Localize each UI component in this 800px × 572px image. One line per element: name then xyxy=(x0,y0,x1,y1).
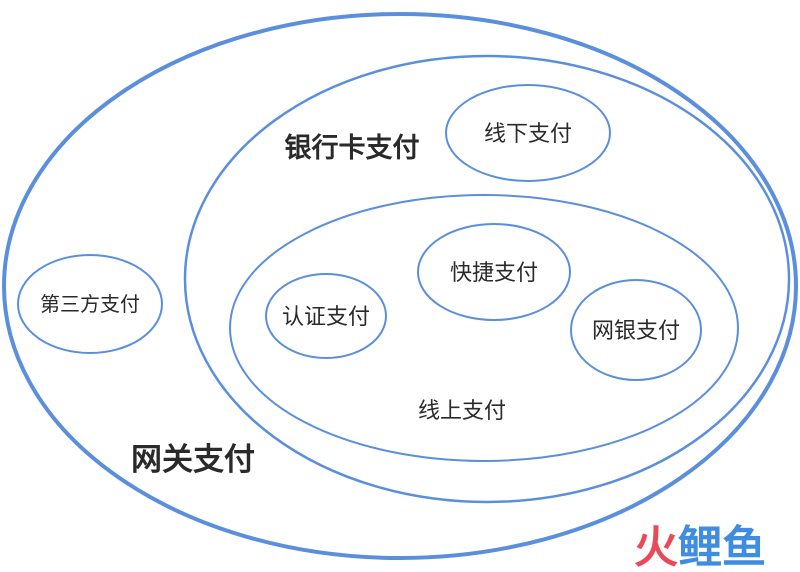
label-online-payment: 线上支付 xyxy=(418,399,506,424)
ellipse-offline-payment xyxy=(445,84,611,182)
ellipse-auth-payment xyxy=(265,273,387,359)
ellipse-online-payment xyxy=(229,194,739,462)
label-quick-payment: 快捷支付 xyxy=(450,261,538,286)
ellipse-gateway-payment xyxy=(2,12,798,560)
label-bank-card-payment: 银行卡支付 xyxy=(285,132,420,164)
watermark-logo: 火鲤鱼 xyxy=(634,522,766,572)
ellipse-third-party-payment xyxy=(17,254,163,354)
watermark-char-red: 火 xyxy=(634,522,678,572)
label-third-party-payment: 第三方支付 xyxy=(40,292,140,316)
label-netbank-payment: 网银支付 xyxy=(592,319,680,344)
ellipse-bank-card-payment xyxy=(183,54,791,504)
label-auth-payment: 认证支付 xyxy=(282,305,370,330)
ellipse-quick-payment xyxy=(417,223,571,321)
label-gateway-payment: 网关支付 xyxy=(131,442,255,478)
ellipse-netbank-payment xyxy=(570,279,702,381)
watermark-chars-blue: 鲤鱼 xyxy=(678,522,766,572)
label-offline-payment: 线下支付 xyxy=(484,122,572,147)
